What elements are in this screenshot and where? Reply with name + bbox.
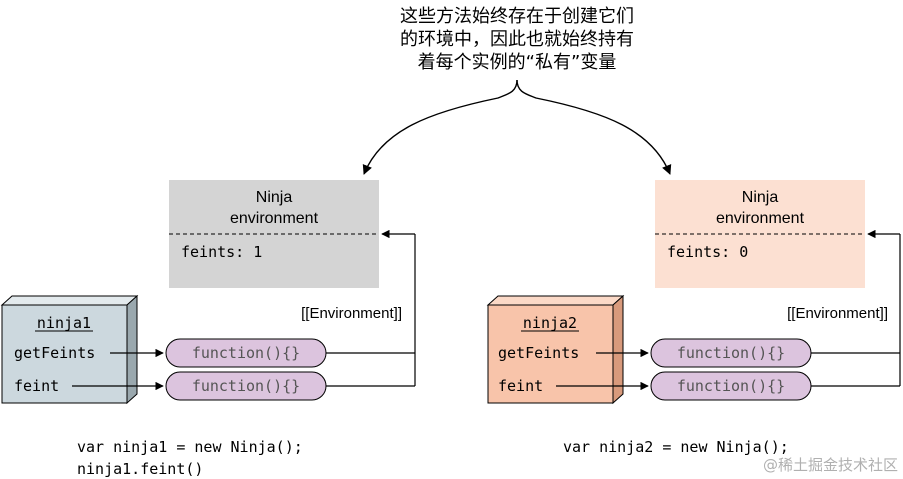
left-environment-link-label: [[Environment]] (301, 305, 402, 322)
left-function-getfeints-label: function(){} (192, 344, 300, 362)
right-env-variable: feints: 0 (667, 243, 748, 261)
left-env-title-2: environment (230, 210, 319, 227)
right-object-front (487, 304, 614, 404)
left-code-line-2: ninja1.feint() (77, 460, 203, 478)
right-function-getfeints: function(){} (650, 338, 812, 368)
annotation-line-2: 的环境中，因此也就始终持有 (400, 29, 634, 50)
left-object-top (0, 295, 139, 306)
brace-right-arrow (516, 79, 672, 175)
annotation-line-1: 这些方法始终存在于创建它们 (400, 6, 634, 27)
left-code-line-1: var ninja1 = new Ninja(); (77, 438, 303, 456)
watermark: @稀土掘金技术社区 (763, 456, 898, 474)
left-function-feint-label: function(){} (192, 377, 300, 395)
annotation: 这些方法始终存在于创建它们 的环境中，因此也就始终持有 着每个实例的“私有”变量 (400, 6, 634, 73)
left-function-feint: function(){} (165, 371, 327, 401)
right-env-title-2: environment (716, 210, 805, 227)
left-environment: Ninja environment feints: 1 (169, 180, 379, 288)
right-environment: Ninja environment feints: 0 (655, 180, 865, 288)
right-environment-link-label: [[Environment]] (787, 305, 888, 322)
brace-left-arrow (362, 79, 518, 175)
right-function-feint-label: function(){} (677, 377, 785, 395)
right-function-feint: function(){} (650, 371, 812, 401)
right-prop-getfeints: getFeints (498, 344, 579, 362)
right-code-line-1: var ninja2 = new Ninja(); (563, 438, 789, 456)
right-object-top (486, 295, 625, 306)
left-object-front (1, 304, 128, 404)
right-object-name: ninja2 (523, 314, 577, 332)
left-object-side (126, 294, 138, 405)
left-object: ninja1 getFeints feint (0, 294, 139, 405)
left-env-variable: feints: 1 (181, 243, 262, 261)
right-object-side (612, 294, 624, 405)
left-function-getfeints: function(){} (165, 338, 327, 368)
right-function-getfeints-label: function(){} (677, 344, 785, 362)
right-env-title-1: Ninja (742, 189, 779, 206)
left-env-title-1: Ninja (256, 189, 293, 206)
left-prop-feint: feint (14, 377, 59, 395)
left-object-name: ninja1 (37, 314, 91, 332)
right-object: ninja2 getFeints feint (486, 294, 625, 405)
right-prop-feint: feint (498, 377, 543, 395)
left-prop-getfeints: getFeints (14, 344, 95, 362)
annotation-line-3: 着每个实例的“私有”变量 (418, 52, 617, 73)
